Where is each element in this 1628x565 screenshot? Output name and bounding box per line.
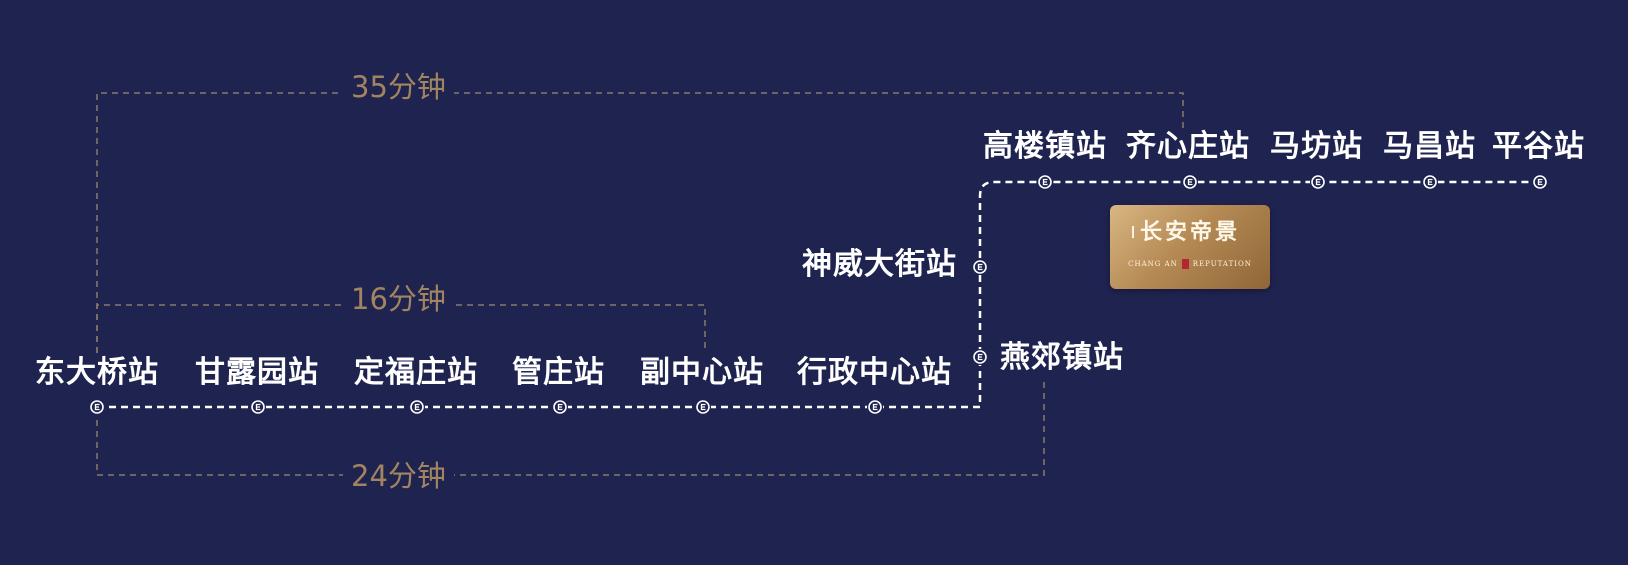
station-guanzhuang[interactable]: 管庄站 [512,355,605,390]
metro-logo-icon [409,399,425,415]
metro-logo-icon [1310,174,1326,190]
station-dongdaqiao[interactable]: 东大桥站 [35,355,159,390]
metro-logo-icon [972,349,988,365]
station-shenweidajie[interactable]: 神威大街站 [802,247,957,282]
metro-logo-icon [695,399,711,415]
station-ganluyuan[interactable]: 甘露园站 [195,355,319,390]
metro-logo-icon [1422,174,1438,190]
station-dingfuzhuang[interactable]: 定福庄站 [354,355,478,390]
metro-logo-icon [972,259,988,275]
duration-label-35min: 35分钟 [343,73,454,102]
logo-subtitle: CHANG AN REPUTATION [1110,259,1270,269]
project-logo: 长安帝景 CHANG AN REPUTATION [1110,205,1270,289]
station-xingzhengzhongxin[interactable]: 行政中心站 [797,355,952,390]
duration-label-24min: 24分钟 [343,462,454,491]
station-markers [89,174,1548,415]
metro-logo-icon [552,399,568,415]
station-gaolouzhen[interactable]: 高楼镇站 [983,129,1107,164]
metro-logo-icon [89,399,105,415]
station-mafang[interactable]: 马坊站 [1270,129,1363,164]
metro-logo-icon [1532,174,1548,190]
metro-logo-icon [1182,174,1198,190]
metro-logo-icon [867,399,883,415]
station-yanjiaozhen[interactable]: 燕郊镇站 [1000,340,1124,375]
metro-logo-icon [250,399,266,415]
logo-seal-icon [1181,259,1189,269]
bracket-35min [96,92,1184,353]
station-pinggu[interactable]: 平谷站 [1492,129,1585,164]
logo-ornament [1132,226,1137,238]
metro-route-line [97,180,1540,409]
station-fuzhongxin[interactable]: 副中心站 [640,355,764,390]
bracket-24min [96,377,1045,476]
metro-logo-icon [1037,174,1053,190]
station-qixinzhuang[interactable]: 齐心庄站 [1126,129,1250,164]
duration-label-16min: 16分钟 [343,285,454,314]
logo-title: 长安帝景 [1139,219,1240,245]
logo-subtitle-right: REPUTATION [1192,260,1252,268]
station-machang[interactable]: 马昌站 [1383,129,1476,164]
logo-subtitle-left: CHANG AN [1128,260,1178,268]
